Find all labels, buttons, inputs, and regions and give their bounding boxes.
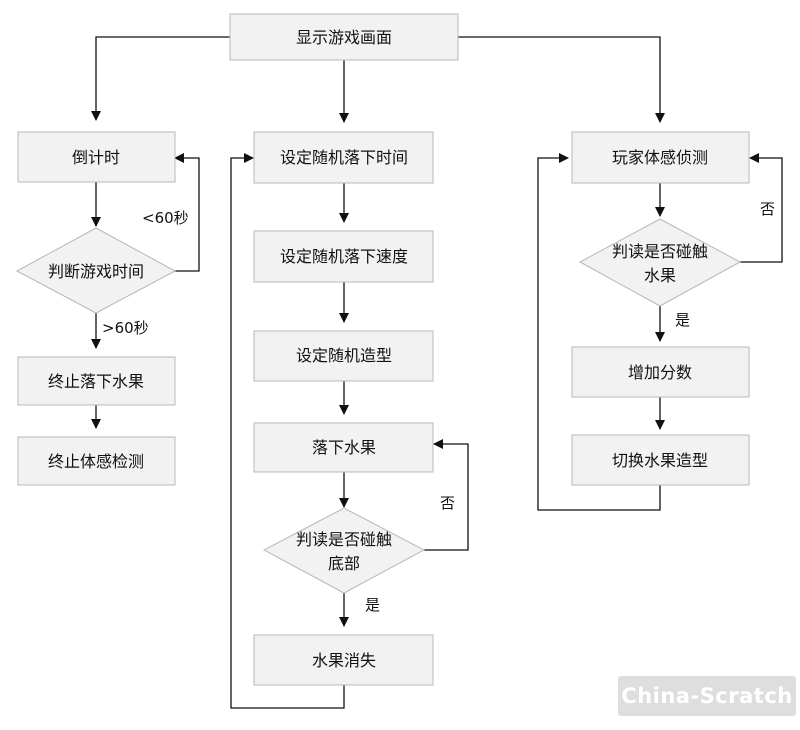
- node-motion-detect-label: 玩家体感侦测: [612, 148, 708, 167]
- edge-label-yes-fruit: 是: [675, 311, 690, 329]
- node-add-score: 增加分数: [571, 346, 750, 398]
- node-judge-fruit: 判读是否碰触 水果: [578, 218, 742, 307]
- edge-switch-loop-back: [537, 153, 661, 511]
- node-fruit-vanish-label: 水果消失: [312, 651, 376, 670]
- edge-label-no-bottom: 否: [440, 494, 455, 512]
- node-motion-detect: 玩家体感侦测: [571, 131, 750, 184]
- edge-judge-loop-back: [174, 153, 200, 272]
- node-show-screen: 显示游戏画面: [229, 13, 459, 61]
- edge-show-to-motion: [458, 36, 665, 123]
- node-stop-motion-label: 终止体感检测: [48, 452, 144, 471]
- node-drop-fruit: 落下水果: [253, 422, 434, 473]
- node-judge-time: 判断游戏时间: [15, 227, 177, 314]
- edge-label-lt60: <60秒: [142, 209, 189, 227]
- node-set-time: 设定随机落下时间: [253, 131, 434, 184]
- node-countdown-label: 倒计时: [72, 148, 120, 167]
- node-add-score-label: 增加分数: [628, 363, 692, 382]
- watermark-logo: China-Scratch: [618, 676, 796, 716]
- node-set-speed: 设定随机落下速度: [253, 230, 434, 283]
- node-judge-bottom-label-2: 底部: [328, 554, 360, 573]
- edge-show-to-countdown: [91, 36, 230, 121]
- node-switch-shape-label: 切换水果造型: [612, 451, 708, 470]
- edge-label-no-fruit: 否: [760, 200, 775, 218]
- edge-fruit-no-loop: [740, 153, 783, 263]
- node-judge-bottom-label-1: 判读是否碰触: [296, 530, 392, 549]
- node-countdown: 倒计时: [17, 131, 176, 183]
- node-show-screen-label: 显示游戏画面: [296, 28, 392, 47]
- node-set-speed-label: 设定随机落下速度: [280, 247, 408, 266]
- node-set-shape-label: 设定随机造型: [296, 346, 392, 365]
- node-judge-bottom: 判读是否碰触 底部: [262, 507, 426, 594]
- edge-vanish-loop-back: [230, 153, 345, 709]
- node-judge-time-label: 判断游戏时间: [48, 262, 144, 281]
- connectors: [91, 36, 783, 709]
- edge-label-yes-bottom: 是: [365, 596, 380, 614]
- node-fruit-vanish: 水果消失: [253, 634, 434, 686]
- node-stop-motion: 终止体感检测: [17, 436, 176, 486]
- node-judge-fruit-label-2: 水果: [644, 266, 676, 285]
- node-stop-falling-label: 终止落下水果: [48, 372, 144, 391]
- edge-label-gt60: >60秒: [102, 319, 149, 337]
- edge-bottom-no-loop: [424, 439, 469, 551]
- node-set-shape: 设定随机造型: [253, 330, 434, 382]
- node-judge-fruit-label-1: 判读是否碰触: [612, 242, 708, 261]
- node-stop-falling: 终止落下水果: [17, 356, 176, 406]
- node-switch-shape: 切换水果造型: [571, 434, 750, 486]
- node-drop-fruit-label: 落下水果: [312, 438, 376, 457]
- node-set-time-label: 设定随机落下时间: [280, 148, 408, 167]
